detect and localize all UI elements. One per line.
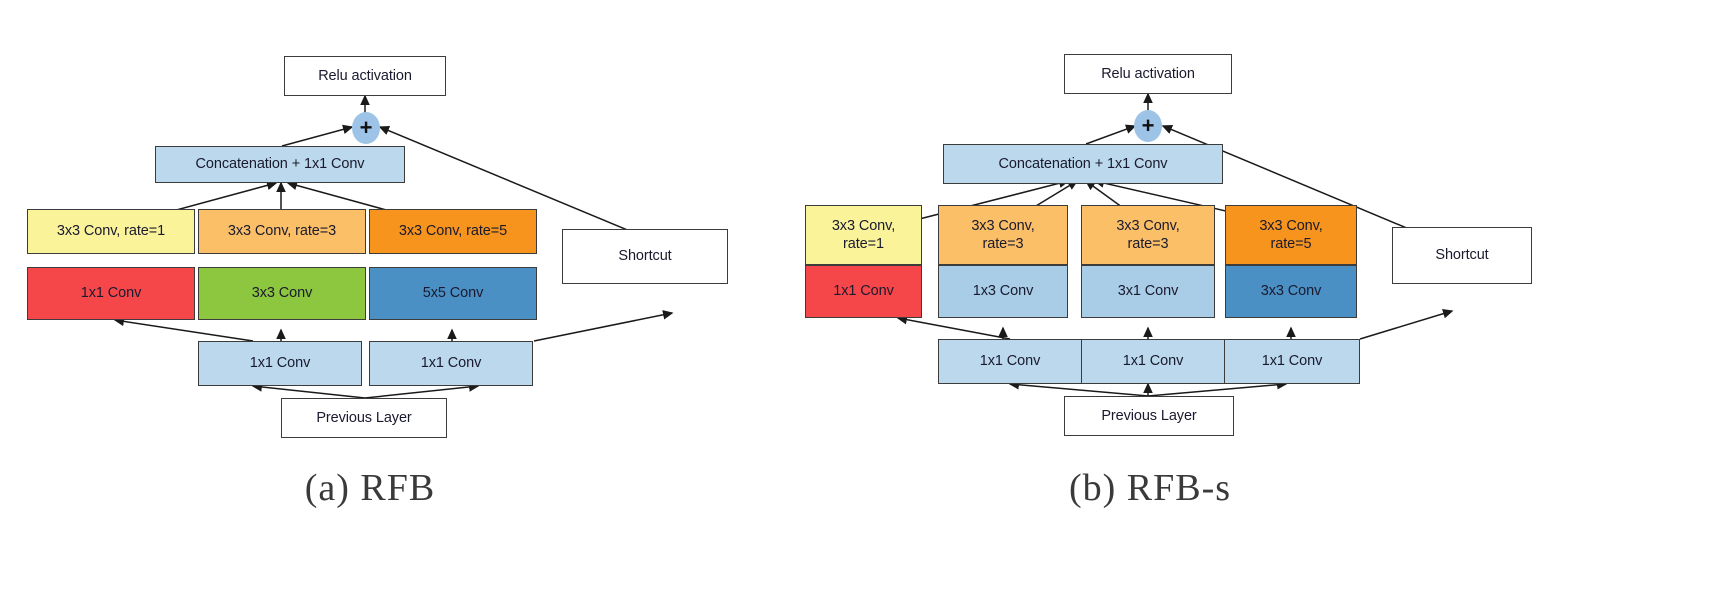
rfbs-dilated-4-line1: 3x3 Conv, — [1259, 217, 1323, 234]
rfb-conv-3x3: 3x3 Conv — [198, 267, 366, 320]
rfbs-bottleneck-1x1-left: 1x1 Conv — [938, 339, 1082, 384]
rfb-add-node: + — [352, 112, 380, 144]
rfbs-bottleneck-1x1-right: 1x1 Conv — [1224, 339, 1360, 384]
rfb-shortcut-box: Shortcut — [562, 229, 728, 284]
rfbs-dilated-conv-rate1: 3x3 Conv, rate=1 — [805, 205, 922, 265]
rfbs-conv-1x3: 1x3 Conv — [938, 265, 1068, 318]
rfbs-dilated-conv-rate3-b: 3x3 Conv, rate=3 — [1081, 205, 1215, 265]
rfbs-conv-3x3: 3x3 Conv — [1225, 265, 1357, 318]
rfbs-previous-layer-box: Previous Layer — [1064, 396, 1234, 436]
rfbs-caption: (b) RFB-s — [1068, 467, 1232, 509]
rfb-bottleneck-1x1-right: 1x1 Conv — [369, 341, 533, 386]
rfbs-bottleneck-1x1-mid: 1x1 Conv — [1081, 339, 1225, 384]
rfbs-dilated-3-line2: rate=3 — [1127, 236, 1169, 252]
rfb-dilated-conv-rate3: 3x3 Conv, rate=3 — [198, 209, 366, 254]
rfb-concatenation-box: Concatenation + 1x1 Conv — [155, 146, 405, 183]
rfb-conv-1x1: 1x1 Conv — [27, 267, 195, 320]
rfb-dilated-conv-rate1: 3x3 Conv, rate=1 — [27, 209, 195, 254]
rfbs-shortcut-box: Shortcut — [1392, 227, 1532, 284]
rfb-caption: (a) RFB — [304, 467, 436, 509]
rfbs-relu-activation-box: Relu activation — [1064, 54, 1232, 94]
rfbs-dilated-2-line2: rate=3 — [982, 236, 1024, 252]
rfb-relu-activation-box: Relu activation — [284, 56, 446, 96]
rfbs-concatenation-box: Concatenation + 1x1 Conv — [943, 144, 1223, 184]
rfbs-dilated-1-line2: rate=1 — [843, 236, 884, 252]
rfbs-dilated-conv-rate5: 3x3 Conv, rate=5 — [1225, 205, 1357, 265]
rfb-dilated-conv-rate5: 3x3 Conv, rate=5 — [369, 209, 537, 254]
rfbs-conv-1x1: 1x1 Conv — [805, 265, 922, 318]
rfb-bottleneck-1x1-left: 1x1 Conv — [198, 341, 362, 386]
rfb-conv-5x5: 5x5 Conv — [369, 267, 537, 320]
rfbs-add-node: + — [1134, 110, 1162, 142]
rfbs-dilated-1-line1: 3x3 Conv, — [831, 217, 896, 234]
rfbs-dilated-2-line1: 3x3 Conv, — [971, 217, 1035, 234]
rfbs-conv-3x1: 3x1 Conv — [1081, 265, 1215, 318]
rfbs-dilated-4-line2: rate=5 — [1270, 236, 1312, 252]
rfbs-dilated-3-line1: 3x3 Conv, — [1116, 217, 1180, 234]
rfbs-dilated-conv-rate3-a: 3x3 Conv, rate=3 — [938, 205, 1068, 265]
rfb-previous-layer-box: Previous Layer — [281, 398, 447, 438]
